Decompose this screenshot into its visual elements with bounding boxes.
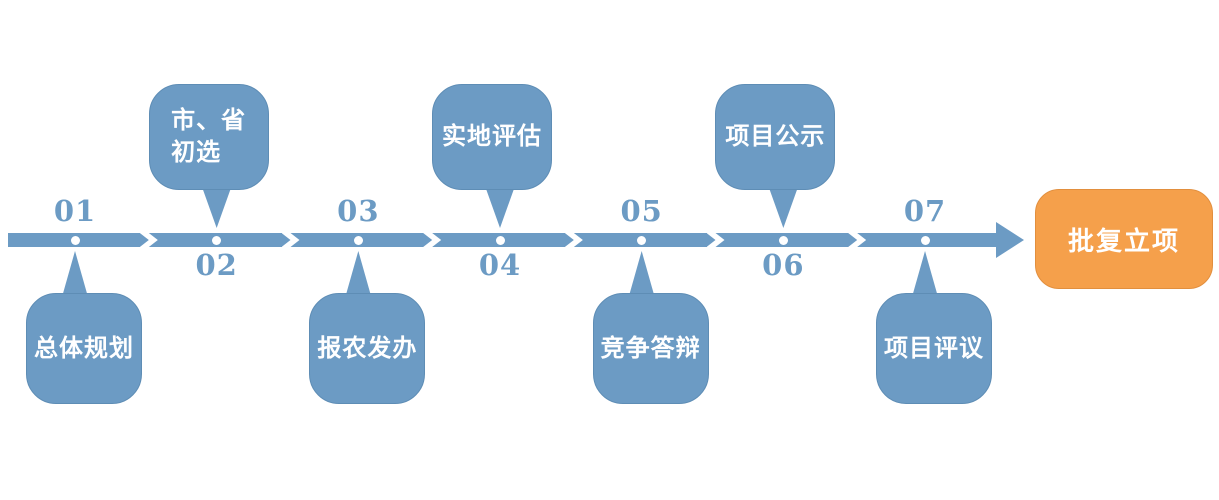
bubble-label-line: 市、省 bbox=[171, 107, 247, 135]
step-number: 02 bbox=[195, 248, 238, 282]
step-number: 04 bbox=[478, 248, 522, 282]
step-bubble: 项目评议 bbox=[876, 293, 993, 404]
chevron-separator-icon bbox=[423, 233, 442, 247]
step-number: 07 bbox=[903, 194, 947, 228]
timeline-dot bbox=[920, 235, 930, 245]
bubble-label-line: 初选 bbox=[171, 139, 222, 166]
timeline-dot bbox=[212, 235, 222, 245]
step-bubble-label: 总体规划 bbox=[34, 333, 134, 365]
bubble-label-line: 项目评议 bbox=[884, 334, 985, 362]
end-node-label: 批复立项 bbox=[1067, 225, 1180, 256]
chevron-separator-icon bbox=[848, 233, 867, 247]
bubble-tail bbox=[485, 186, 515, 228]
chevron-separator-icon bbox=[564, 233, 583, 247]
chevron-separator-icon bbox=[139, 233, 158, 247]
step-bubble-label: 竞争答辩 bbox=[601, 333, 701, 365]
step-number: 06 bbox=[762, 248, 805, 282]
step-bubble-label: 市、省初选 bbox=[171, 105, 246, 168]
bubble-label-line: 报农发办 bbox=[317, 334, 418, 362]
step-number: 01 bbox=[53, 194, 97, 228]
bubble-tail bbox=[768, 186, 799, 228]
step-bubble: 市、省初选 bbox=[148, 84, 269, 190]
timeline-dot bbox=[637, 235, 647, 245]
bubble-tail bbox=[912, 251, 939, 297]
bubble-label-line: 项目公示 bbox=[725, 123, 826, 151]
step-bubble-label: 项目评议 bbox=[884, 333, 984, 365]
bubble-label-line: 总体规划 bbox=[34, 334, 134, 362]
bubble-tail bbox=[628, 251, 655, 297]
step-bubble: 竞争答辩 bbox=[592, 293, 709, 404]
step-bubble-label: 报农发办 bbox=[317, 333, 417, 365]
bubble-label-line: 竞争答辩 bbox=[600, 334, 701, 362]
bubble-tail bbox=[345, 251, 372, 297]
bubble-tail bbox=[62, 251, 88, 297]
chevron-separator-icon bbox=[281, 233, 300, 247]
step-bubble: 项目公示 bbox=[715, 84, 836, 190]
timeline-dot bbox=[495, 235, 505, 245]
step-bubble: 总体规划 bbox=[26, 293, 142, 404]
end-node: 批复立项 bbox=[1035, 189, 1213, 289]
bubble-label-line: 实地评估 bbox=[442, 123, 542, 151]
step-bubble: 实地评估 bbox=[432, 84, 552, 190]
step-bubble: 报农发办 bbox=[309, 293, 426, 404]
arrow-right-icon bbox=[996, 222, 1024, 258]
timeline-dot bbox=[70, 235, 80, 245]
chevron-separator-icon bbox=[706, 233, 725, 247]
timeline-dot bbox=[778, 235, 788, 245]
step-number: 05 bbox=[620, 194, 663, 228]
step-bubble-label: 实地评估 bbox=[442, 121, 542, 153]
step-number: 03 bbox=[337, 194, 380, 228]
timeline-dot bbox=[353, 235, 363, 245]
bubble-tail bbox=[201, 186, 232, 228]
step-bubble-label: 项目公示 bbox=[725, 121, 825, 153]
